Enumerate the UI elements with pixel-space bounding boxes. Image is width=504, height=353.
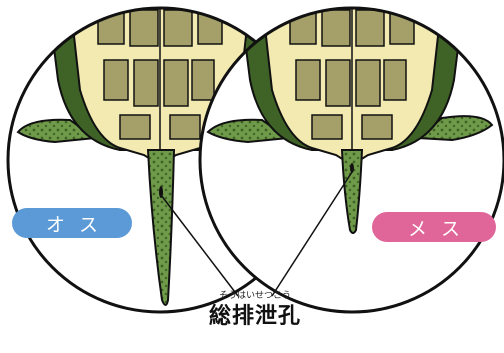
callout-term: 総排泄孔	[180, 298, 330, 330]
male-label-badge: オス	[12, 208, 132, 238]
female-label-badge: メス	[372, 212, 496, 242]
female-cloaca	[350, 163, 354, 173]
